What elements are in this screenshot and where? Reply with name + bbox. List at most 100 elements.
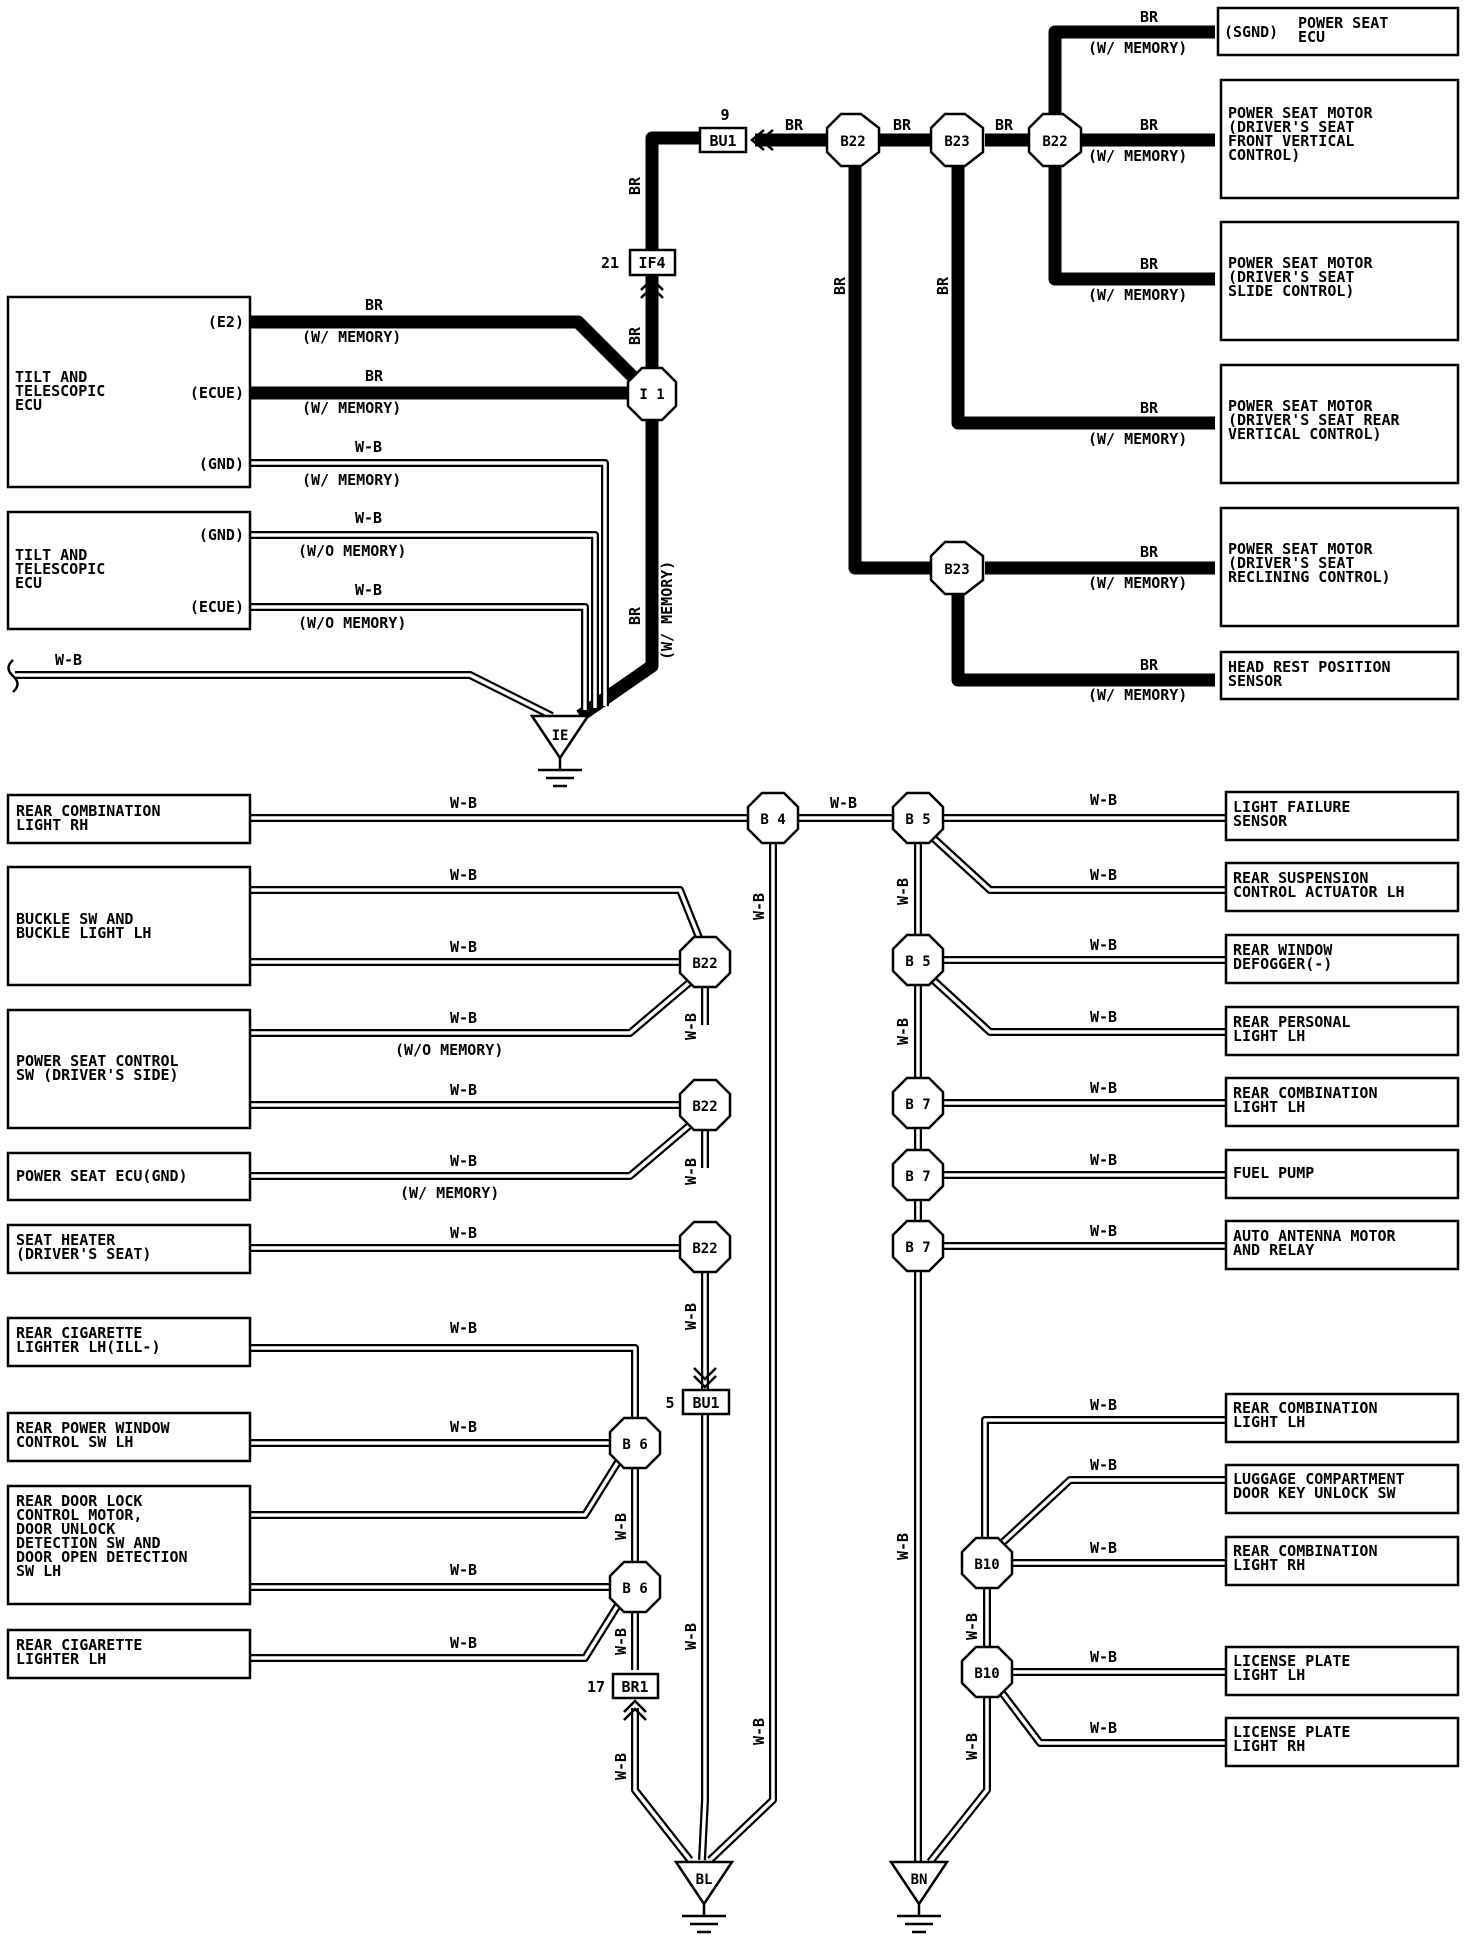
component-name: TELESCOPIC (15, 560, 105, 578)
splice-b6: B 6 (608, 1560, 662, 1614)
svg-text:RECLINING CONTROL): RECLINING CONTROL) (1228, 568, 1391, 586)
svg-text:BUCKLE SW AND: BUCKLE SW AND (16, 910, 133, 928)
component-name: ECU (15, 574, 42, 592)
wire-label-br: BR (1140, 255, 1159, 273)
svg-text:LIGHT RH: LIGHT RH (1233, 1737, 1305, 1755)
svg-text:LICENSE PLATE: LICENSE PLATE (1233, 1652, 1350, 1670)
ground-points: IE BL BN (529, 714, 950, 1934)
rear-door-lock-motor: REAR DOOR LOCK CONTROL MOTOR, DOOR UNLOC… (6, 1484, 252, 1606)
wire-label-wb: W-B (612, 1753, 630, 1780)
wire-label-br: BR (365, 296, 384, 314)
svg-text:POWER SEAT MOTOR: POWER SEAT MOTOR (1228, 254, 1373, 272)
chevron-down-icon (693, 1367, 717, 1389)
splice-b7: B 7 (891, 1219, 945, 1273)
wire-label-br: BR (785, 116, 804, 134)
wire-label-wb: W-B (450, 1081, 477, 1099)
wire-label-br: BR (1140, 8, 1159, 26)
memory-notes: (W/ MEMORY) (W/ MEMORY) (W/ MEMORY) (W/O… (298, 39, 1187, 1202)
svg-text:B22: B22 (692, 956, 717, 972)
svg-text:REAR POWER WINDOW: REAR POWER WINDOW (16, 1419, 170, 1437)
wire-label-wb: W-B (682, 1623, 700, 1650)
connector-label: BU1 (692, 1394, 719, 1412)
ground-icon (897, 1904, 941, 1934)
svg-text:SLIDE CONTROL): SLIDE CONTROL) (1228, 282, 1354, 300)
connector-br1 (611, 1672, 660, 1700)
pin-label: (GND) (199, 526, 244, 544)
svg-text:POWER SEAT MOTOR: POWER SEAT MOTOR (1228, 397, 1373, 415)
motor-slide: POWER SEAT MOTOR (DRIVER'S SEAT SLIDE CO… (1219, 220, 1460, 342)
wire-label-br: BR (1140, 656, 1159, 674)
svg-text:DOOR OPEN DETECTION: DOOR OPEN DETECTION (16, 1548, 188, 1566)
splice-b5: B 5 (891, 791, 945, 845)
wire-label-wb: W-B (450, 866, 477, 884)
svg-text:REAR CIGARETTE: REAR CIGARETTE (16, 1636, 142, 1654)
svg-text:B22: B22 (840, 134, 865, 150)
rear-combination-light-rh: REAR COMBINATION LIGHT RH (1224, 1535, 1460, 1587)
fuel-pump: FUEL PUMP (1224, 1148, 1460, 1200)
rear-power-window-sw: REAR POWER WINDOW CONTROL SW LH (6, 1411, 252, 1463)
wire-label-wb: W-B (1090, 791, 1117, 809)
motor-rear-vertical: POWER SEAT MOTOR (DRIVER'S SEAT REAR VER… (1219, 363, 1460, 485)
svg-text:POWER SEAT MOTOR: POWER SEAT MOTOR (1228, 104, 1373, 122)
wire-label-wb: W-B (750, 1718, 768, 1745)
wire-label-wb: W-B (750, 893, 768, 920)
wire-label-wb: W-B (450, 938, 477, 956)
note-w-memory: (W/ MEMORY) (400, 1184, 499, 1202)
splice-b10: B10 (960, 1536, 1014, 1590)
svg-text:REAR WINDOW: REAR WINDOW (1233, 941, 1333, 959)
svg-text:LICENSE PLATE: LICENSE PLATE (1233, 1723, 1350, 1741)
svg-text:DEFOGGER(-): DEFOGGER(-) (1233, 955, 1332, 973)
svg-text:B10: B10 (974, 1666, 999, 1682)
svg-text:AUTO ANTENNA MOTOR: AUTO ANTENNA MOTOR (1233, 1227, 1397, 1245)
wire-label-br: BR (626, 326, 644, 345)
wire-label-wb: W-B (450, 794, 477, 812)
connector-bu1-bottom (681, 1388, 731, 1416)
wire-label-wb: W-B (450, 1561, 477, 1579)
svg-text:CONTROL): CONTROL) (1228, 146, 1300, 164)
wire-label-br: BR (626, 176, 644, 195)
auto-antenna-motor: AUTO ANTENNA MOTOR AND RELAY (1224, 1219, 1460, 1271)
rear-cigarette-lighter: REAR CIGARETTE LIGHTER LH (6, 1628, 252, 1680)
br-wires (250, 25, 1215, 722)
wire-label-wb: W-B (894, 1018, 912, 1045)
splice-b22: B22 (825, 112, 881, 168)
connector-label: BR1 (621, 1678, 648, 1696)
svg-text:LIGHT LH: LIGHT LH (1233, 1413, 1305, 1431)
svg-text:REAR SUSPENSION: REAR SUSPENSION (1233, 869, 1368, 887)
svg-text:REAR CIGARETTE: REAR CIGARETTE (16, 1324, 142, 1342)
wire-label-wb: W-B (963, 1613, 981, 1640)
connector-if4 (628, 248, 677, 277)
wire-label-br: BR (1140, 116, 1159, 134)
svg-text:SW (DRIVER'S SIDE): SW (DRIVER'S SIDE) (16, 1066, 179, 1084)
power-seat-control-sw: POWER SEAT CONTROL SW (DRIVER'S SIDE) (6, 1008, 252, 1130)
wire-label-wb: W-B (355, 438, 382, 456)
motor-reclining: POWER SEAT MOTOR (DRIVER'S SEAT RECLININ… (1219, 506, 1460, 628)
wire-label-wb: W-B (1090, 1539, 1117, 1557)
wire-label-wb: W-B (1090, 1079, 1117, 1097)
wb-wires (15, 459, 1225, 1865)
splice-i1: I 1 (626, 366, 678, 422)
svg-text:LIGHTER LH: LIGHTER LH (16, 1650, 106, 1668)
note-w-memory: (W/ MEMORY) (1088, 39, 1187, 57)
note-w-memory: (W/ MEMORY) (1088, 574, 1187, 592)
wire-label-wb: W-B (682, 1158, 700, 1185)
power-seat-ecu-gnd: POWER SEAT ECU(GND) (6, 1151, 252, 1202)
svg-text:B23: B23 (944, 134, 969, 150)
svg-text:SW LH: SW LH (16, 1562, 61, 1580)
splice-b5: B 5 (891, 933, 945, 987)
svg-text:REAR COMBINATION: REAR COMBINATION (16, 802, 161, 820)
connector-pin: 17 (587, 1678, 605, 1696)
splice-b22: B22 (678, 1220, 732, 1274)
svg-text:DOOR KEY UNLOCK SW: DOOR KEY UNLOCK SW (1233, 1484, 1397, 1502)
wire-label-wb: W-B (894, 1533, 912, 1560)
splice-b22: B22 (1027, 112, 1083, 168)
wire-label-wb: W-B (355, 581, 382, 599)
lower-left-components: REAR COMBINATION LIGHT RH BUCKLE SW AND … (6, 793, 252, 1680)
splice-b22: B22 (678, 1078, 732, 1132)
chevron-left-icon (750, 129, 774, 151)
connector-pin: 5 (665, 1394, 674, 1412)
ground-icon (682, 1904, 726, 1934)
svg-text:REAR DOOR LOCK: REAR DOOR LOCK (16, 1492, 142, 1510)
pin-label: (ECUE) (190, 384, 244, 402)
note-w-memory: (W/ MEMORY) (1088, 430, 1187, 448)
